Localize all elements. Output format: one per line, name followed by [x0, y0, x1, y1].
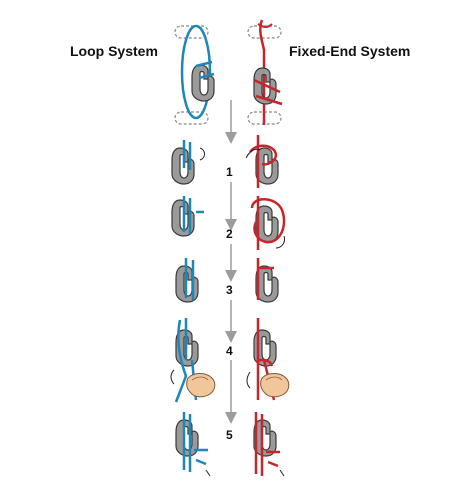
- hook-icon: [255, 265, 279, 303]
- fixed-rope-icon: [259, 19, 266, 125]
- fixed-step-2: [250, 196, 286, 250]
- fixed-step-5: [253, 412, 285, 477]
- fixed-step-3: [255, 258, 279, 303]
- hand-icon: [186, 373, 216, 398]
- loop-step-4: [170, 318, 216, 403]
- hook-icon: [253, 419, 277, 457]
- loop-step-3: [175, 258, 199, 303]
- loop-rope-wrap-icon: [195, 60, 215, 80]
- loop-system-title: Loop System: [70, 43, 158, 59]
- loop-step-1: [171, 140, 205, 185]
- step-number: 4: [226, 344, 233, 358]
- step-number: 1: [226, 165, 233, 179]
- fixed-step-4: [246, 318, 290, 401]
- fixed-end-system-title: Fixed-End System: [289, 43, 411, 59]
- step-number: 5: [226, 428, 233, 442]
- bottom-anchor-ring-icon: [174, 111, 209, 125]
- fixed-anchor-diagram: [247, 19, 283, 125]
- fixed-rope-wrap-icon: [253, 78, 283, 106]
- loop-step-5: [175, 412, 211, 477]
- top-anchor-ring-icon: [247, 25, 282, 39]
- step-number: 2: [226, 227, 233, 241]
- hook-icon: [255, 205, 279, 243]
- loop-rope-icon: [180, 24, 212, 120]
- loop-step-2: [171, 196, 204, 237]
- top-anchor-ring-icon: [174, 25, 209, 39]
- step-number: 3: [226, 283, 233, 297]
- loop-anchor-diagram: [174, 24, 215, 125]
- fixed-step-1: [245, 135, 279, 188]
- hand-icon: [260, 373, 290, 398]
